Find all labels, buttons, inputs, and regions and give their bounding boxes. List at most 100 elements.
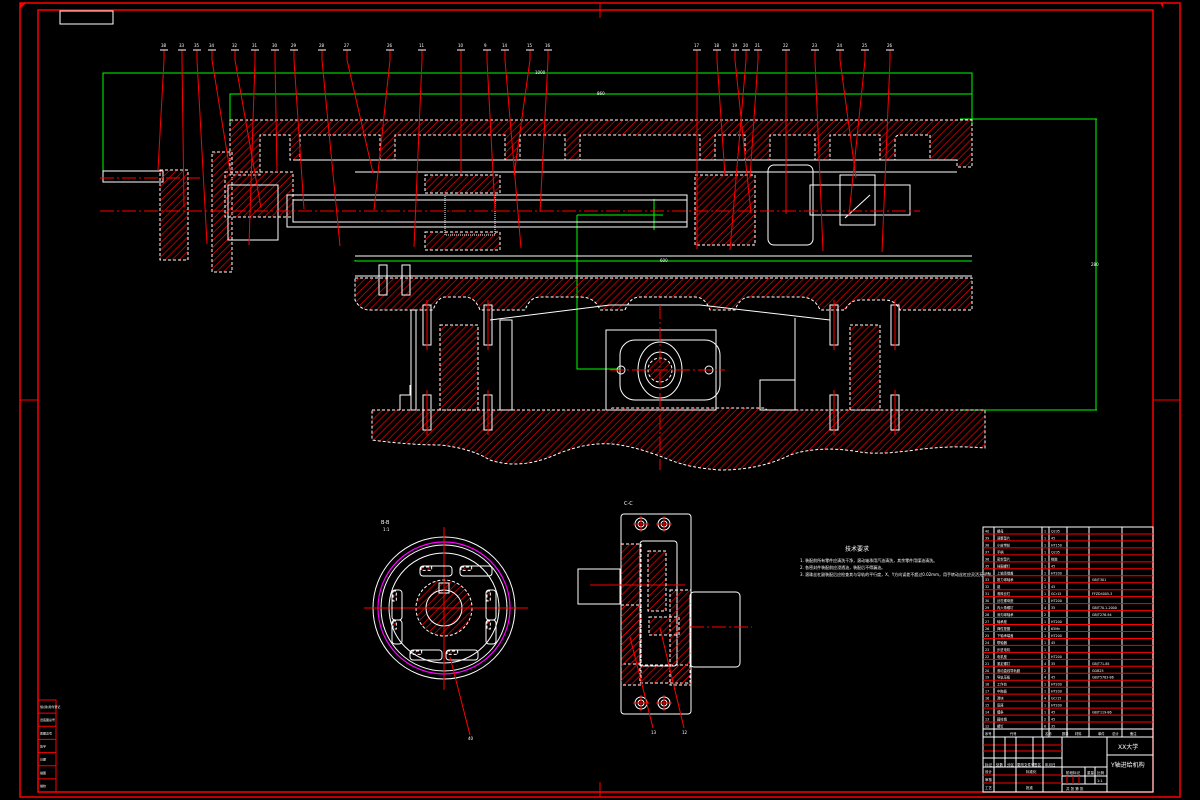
parts-cell: 调整垫片	[997, 535, 1010, 540]
leadscrew-assembly	[100, 151, 920, 273]
parts-cell: 滑块	[997, 696, 1004, 701]
tb-approve: 批准	[1026, 785, 1034, 790]
parts-cell: 深沟球轴承	[997, 612, 1014, 617]
parts-cell: GCr15	[1051, 697, 1061, 701]
parts-cell: HT200	[1051, 690, 1062, 694]
parts-cell: 30	[985, 599, 989, 603]
parts-cell: 2	[1044, 718, 1046, 722]
drawing-frame	[19, 2, 1181, 798]
parts-cell: 弹性垫圈	[997, 626, 1011, 631]
balloon-27: 27	[344, 43, 350, 48]
dim-inner-length: 860	[597, 91, 605, 96]
parts-cell: 2	[1044, 578, 1046, 582]
tb-standard: 标准化	[1026, 769, 1037, 774]
balloon-14: 14	[502, 43, 508, 48]
parts-cell: 39	[985, 536, 989, 540]
parts-cell: 1	[1044, 655, 1046, 659]
clamp-pad	[391, 619, 403, 645]
parts-cell: 镶条	[997, 710, 1004, 715]
parts-cell: 1	[1044, 564, 1046, 568]
parts-cell: GB/T5783-86	[1092, 676, 1114, 680]
parts-cell: 2	[1044, 613, 1046, 617]
parts-cell: GB/T70.1-2000	[1092, 606, 1117, 610]
parts-header: 数量	[1062, 731, 1069, 736]
leader-line	[196, 49, 208, 245]
balloon-17: 17	[694, 43, 700, 48]
parts-cell: 1	[1044, 550, 1046, 554]
parts-header: 备注	[1130, 731, 1137, 736]
balloon-25: 25	[862, 43, 868, 48]
parts-cell: 20	[985, 669, 989, 673]
parts-cell: 圆柱销	[997, 717, 1008, 722]
parts-cell: 1	[1044, 543, 1046, 547]
leader-line	[321, 49, 341, 247]
parts-cell: 1	[1044, 571, 1046, 575]
tb-scale-label: 比例	[1097, 770, 1105, 775]
parts-cell: 24	[985, 641, 989, 645]
section-c-c-label: C-C	[624, 501, 633, 507]
parts-cell: 底座	[997, 703, 1004, 708]
balloon-18: 18	[714, 43, 720, 48]
tech-note-3: 3. 滚珠丝杠副装配后应检查其与导轨的平行度，X、Y方向误差不超过0.02mm，…	[800, 571, 995, 577]
tech-notes-title: 技术要求	[845, 545, 869, 553]
parts-cell: 1	[1044, 690, 1046, 694]
parts-cell: 联轴器	[997, 640, 1008, 645]
drawing-title: Y轴进给机构	[1110, 761, 1145, 769]
parts-cell: 紧定螺钉	[997, 661, 1011, 666]
parts-cell: 中拖板	[997, 689, 1008, 694]
balloon-38: 38	[161, 43, 167, 48]
parts-cell: 上轴承端盖	[997, 570, 1014, 575]
balloon-16: 16	[545, 43, 551, 48]
clamp-pad	[419, 565, 453, 577]
parts-cell: 26	[985, 627, 989, 631]
parts-cell: 1	[1044, 683, 1046, 687]
dimension-lines: 1000 860 600 280	[102, 70, 1099, 411]
parts-header: 代号	[1010, 731, 1017, 736]
parts-cell: 螺钉	[997, 724, 1004, 729]
tb-design: 设计	[985, 769, 993, 774]
leader-line	[274, 49, 279, 173]
parts-cell: 31	[985, 592, 989, 596]
revision-label: 描校	[40, 783, 46, 788]
balloon-29: 29	[291, 43, 297, 48]
parts-cell: 1	[1044, 585, 1046, 589]
parts-cell: GB/T276-94	[1092, 613, 1112, 617]
parts-cell: 2	[1044, 669, 1046, 673]
parts-cell: 橡胶	[1051, 556, 1058, 561]
parts-cell: 1	[1044, 711, 1046, 715]
parts-cell: 45	[1051, 641, 1055, 645]
parts-cell: 38	[985, 543, 989, 547]
balloon-24: 24	[837, 43, 843, 48]
balloon-21: 21	[755, 43, 761, 48]
parts-cell: 轴承座	[997, 619, 1008, 624]
tb-mark: 标记	[985, 762, 993, 767]
parts-cell: 40	[985, 529, 989, 533]
balloon-33: 33	[179, 43, 185, 48]
parts-cell: 45	[1051, 676, 1055, 680]
clamp-pad	[409, 649, 443, 661]
tech-note-2: 2. 各密封件装配前应浸透油，装配后不得漏油。	[800, 564, 885, 570]
balloon-34: 34	[209, 43, 215, 48]
balloon-9: 9	[484, 43, 487, 48]
parts-cell: 14	[985, 711, 989, 715]
revision-label: 日期	[40, 757, 46, 762]
revision-label: 签字	[40, 744, 46, 749]
leader-line	[157, 49, 168, 171]
parts-cell: HT200	[1051, 634, 1062, 638]
parts-cell: 螺母	[997, 528, 1004, 533]
parts-cell: 45	[1051, 564, 1055, 568]
parts-cell: GCr15	[1051, 592, 1061, 596]
tb-count: 处数	[996, 762, 1004, 767]
leader-line	[346, 49, 374, 174]
parts-cell: 1	[1044, 648, 1046, 652]
parts-cell: 工作台	[997, 682, 1008, 687]
leader-line	[513, 49, 534, 176]
parts-cell: 导轨压板	[997, 675, 1011, 680]
parts-cell: 推力球轴承	[997, 577, 1014, 582]
parts-cell: HT200	[1051, 599, 1062, 603]
main-section-view: 1000 860 600 280	[100, 43, 1099, 471]
parts-cell: 32	[985, 585, 989, 589]
parts-cell: GB/T301	[1092, 578, 1106, 582]
parts-cell: HT150	[1051, 543, 1062, 547]
